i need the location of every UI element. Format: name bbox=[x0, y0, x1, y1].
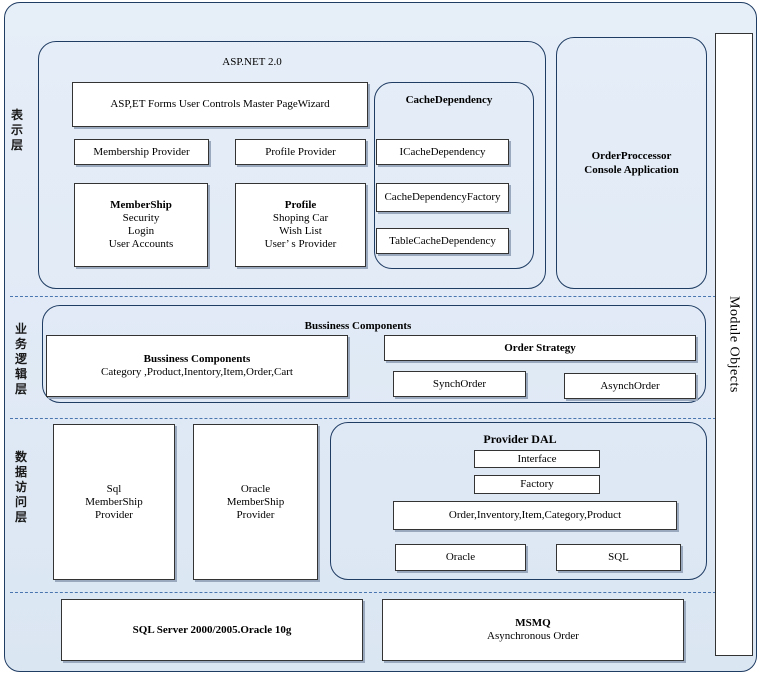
layer-label-presentation: 表示层 bbox=[10, 108, 23, 152]
layer-label-business: 业务逻辑层 bbox=[14, 322, 27, 396]
oracle-membership-line-3: Provider bbox=[236, 508, 275, 521]
business-components-title: Bussiness Components bbox=[304, 320, 412, 332]
module-objects-box: Module Objects bbox=[715, 33, 753, 656]
business-components-inner-title: Bussiness Components bbox=[143, 353, 251, 365]
profile-line-cart: Shoping Car bbox=[272, 212, 329, 224]
oracle-dal-box: Oracle bbox=[395, 544, 526, 571]
membership-box: MemberShip Security Login User Accounts bbox=[74, 183, 208, 267]
profile-title: Profile bbox=[284, 199, 317, 211]
cache-dependency-title: CacheDependency bbox=[405, 94, 493, 106]
business-components-container bbox=[42, 305, 706, 403]
separator-presentation-business bbox=[10, 296, 716, 297]
order-strategy-box: Order Strategy bbox=[384, 335, 696, 361]
msmq-title: MSMQ bbox=[515, 617, 551, 629]
msmq-subtitle: Asynchronous Order bbox=[487, 630, 579, 642]
order-processor-container: OrderProccessor Console Application bbox=[556, 37, 707, 289]
profile-provider-box: Profile Provider bbox=[235, 139, 366, 165]
interface-box: Interface bbox=[474, 450, 600, 468]
membership-title: MemberShip bbox=[110, 199, 172, 211]
oracle-membership-provider-box: Oracle MemberShip Provider bbox=[193, 424, 318, 580]
profile-line-provider: User’ s Provider bbox=[264, 238, 337, 250]
asynch-order-box: AsynchOrder bbox=[564, 373, 696, 399]
provider-dal-container bbox=[330, 422, 707, 580]
membership-line-security: Security bbox=[122, 212, 160, 224]
sql-membership-provider-box: Sql MemberShip Provider bbox=[53, 424, 175, 580]
tablecachedependency-box: TableCacheDependency bbox=[376, 228, 509, 254]
sql-dal-box: SQL bbox=[556, 544, 681, 571]
icachedependency-box: ICacheDependency bbox=[376, 139, 509, 165]
aspnet-title: ASP.NET 2.0 bbox=[222, 56, 282, 68]
sql-membership-line-3: Provider bbox=[95, 508, 133, 521]
provider-dal-title: Provider DAL bbox=[483, 432, 557, 446]
sql-server-box: SQL Server 2000/2005.Oracle 10g bbox=[61, 599, 363, 661]
cachedependencyfactory-box: CacheDependencyFactory bbox=[376, 183, 509, 212]
business-components-box: Bussiness Components Category ,Product,I… bbox=[46, 335, 348, 397]
separator-data-storage bbox=[10, 592, 716, 593]
layer-label-data-access: 数据访问层 bbox=[14, 450, 27, 524]
msmq-box: MSMQ Asynchronous Order bbox=[382, 599, 684, 661]
cache-dependency-container bbox=[374, 82, 534, 269]
profile-box: Profile Shoping Car Wish List User’ s Pr… bbox=[235, 183, 366, 267]
synch-order-box: SynchOrder bbox=[393, 371, 526, 397]
dal-entities-box: Order,Inventory,Item,Category,Product bbox=[393, 501, 677, 530]
membership-line-accounts: User Accounts bbox=[108, 238, 174, 250]
membership-line-login: Login bbox=[127, 225, 155, 237]
order-processor-subtitle: Console Application bbox=[584, 164, 679, 176]
order-processor-title: OrderProccessor bbox=[591, 150, 672, 162]
forms-controls-box: ASP,ET Forms User Controls Master PageWi… bbox=[72, 82, 368, 127]
business-components-entities: Category ,Product,Inentory,Item,Order,Ca… bbox=[101, 366, 293, 378]
factory-box: Factory bbox=[474, 475, 600, 494]
module-objects-label: Module Objects bbox=[726, 296, 742, 393]
separator-business-data bbox=[10, 418, 716, 419]
oracle-membership-line-2: MemberShip bbox=[226, 495, 285, 508]
aspnet-container bbox=[38, 41, 546, 289]
oracle-membership-line-1: Oracle bbox=[240, 482, 271, 495]
membership-provider-box: Membership Provider bbox=[74, 139, 209, 165]
profile-line-wishlist: Wish List bbox=[279, 225, 322, 237]
sql-membership-line-1: Sql bbox=[106, 482, 122, 495]
sql-membership-line-2: MemberShip bbox=[85, 495, 143, 508]
